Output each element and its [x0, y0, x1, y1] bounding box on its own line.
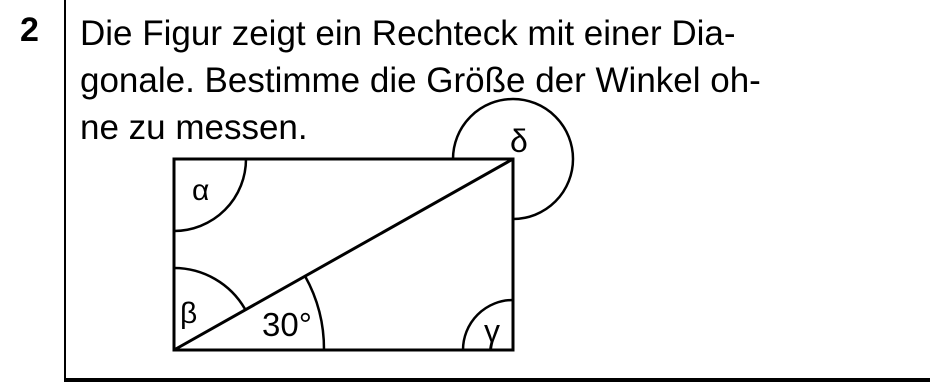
alpha-arc [173, 158, 248, 233]
delta-label: δ [510, 123, 528, 159]
task-number: 2 [20, 11, 39, 49]
diagonal [173, 157, 514, 352]
delta-arc [451, 97, 575, 221]
alpha-label: α [192, 174, 209, 207]
task-text-line-1: Die Figur zeigt ein Rechteck mit einer D… [80, 14, 736, 53]
task-text-line-2: gonale. Bestimme die Größe der Winkel oh… [80, 61, 761, 100]
beta-label: β [180, 297, 197, 330]
given-angle-arc [303, 275, 326, 351]
task-text-line-3: ne zu messen. [80, 108, 308, 147]
given-angle-label: 30° [262, 306, 312, 343]
task-text: Die Figur zeigt ein Rechteck mit einer D… [80, 10, 910, 151]
task-number-column: 2 [0, 0, 66, 382]
gamma-arc [461, 298, 514, 351]
bottom-border [66, 378, 930, 382]
beta-arc [173, 266, 247, 310]
rectangle [172, 157, 515, 352]
gamma-label: γ [484, 313, 500, 349]
